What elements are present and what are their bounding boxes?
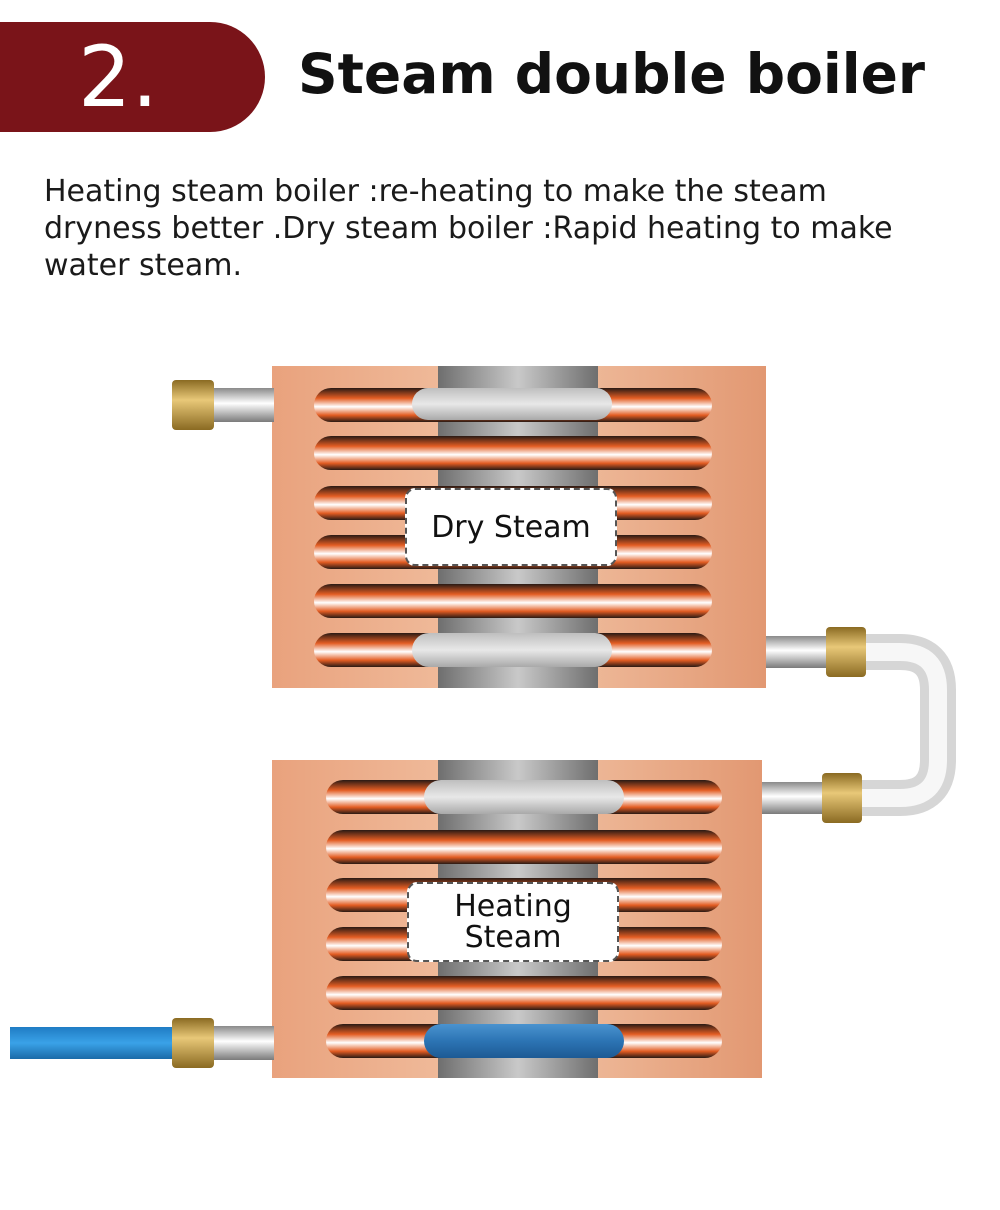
bottom-inlet-fitting	[172, 1018, 214, 1068]
top-outlet-fitting	[826, 627, 866, 677]
steam-top-2	[412, 633, 612, 667]
steam-top-1	[412, 388, 612, 420]
water-chamber	[424, 1024, 624, 1058]
step-badge	[0, 22, 265, 132]
dry-steam-label: Dry Steam	[405, 488, 617, 566]
heating-steam-label-line2: Steam	[464, 920, 562, 955]
heating-steam-label: Heating Steam	[407, 882, 619, 962]
heating-steam-label-line1: Heating	[454, 889, 572, 924]
bottom-inlet-pipe	[210, 1026, 274, 1060]
steam-bottom	[424, 780, 624, 814]
dry-steam-label-text: Dry Steam	[431, 509, 591, 545]
top-inlet-pipe	[210, 388, 274, 422]
page-title: Steam double boiler	[298, 42, 926, 106]
top-outlet-pipe	[766, 636, 830, 668]
bottom-connect-pipe	[762, 782, 826, 814]
water-inlet-hose	[10, 1027, 178, 1059]
description-text: Heating steam boiler :re-heating to make…	[44, 174, 893, 283]
step-number: 2.	[78, 28, 159, 126]
top-inlet-fitting	[172, 380, 214, 430]
bottom-connect-fitting	[822, 773, 862, 823]
